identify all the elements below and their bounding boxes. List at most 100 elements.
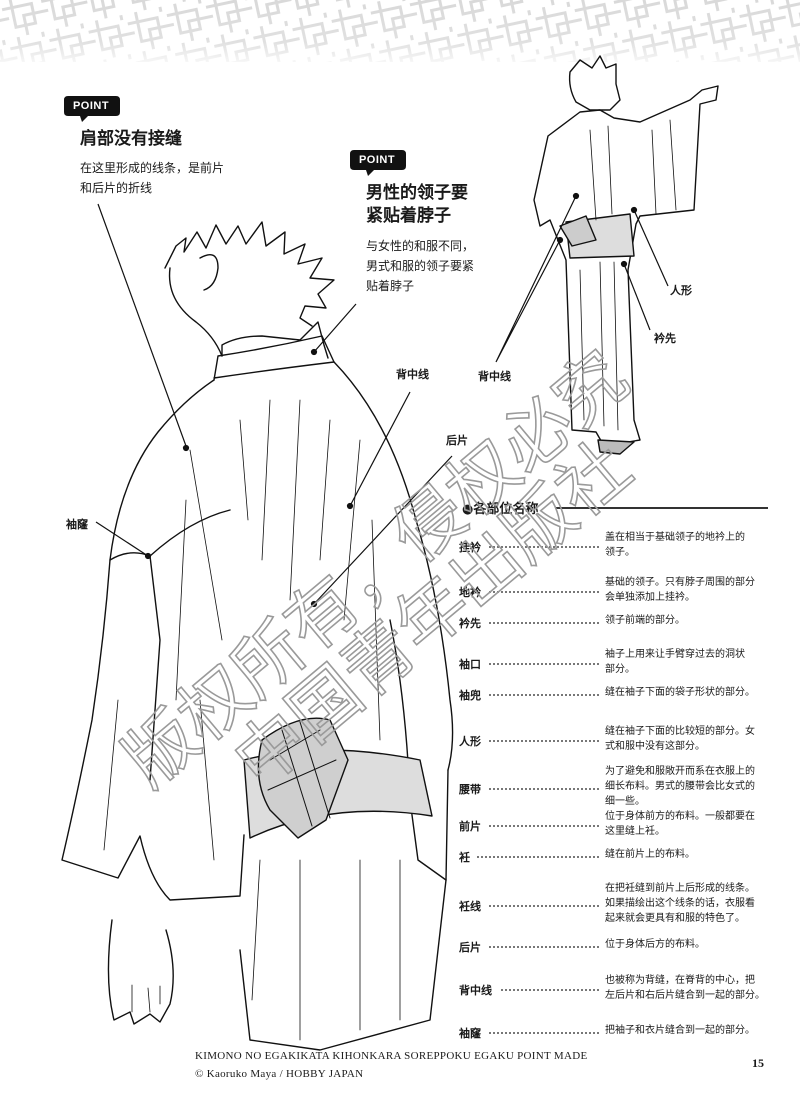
glossary-leader-dots [489, 740, 599, 742]
glossary-description-line: 缝在前片上的布料。 [605, 849, 695, 860]
glossary-description-line: 位于身体前方的布料。一般都要在 [605, 811, 755, 822]
glossary-description-line: 为了避免和服敞开而系在衣服上的 [605, 766, 755, 777]
pointer-small-back [495, 195, 577, 363]
pointer-eri-saki [623, 263, 651, 331]
hair [164, 221, 335, 327]
small-figure-body [533, 85, 719, 447]
glossary-term: 袖兜 [459, 689, 481, 702]
collar [213, 335, 335, 381]
glossary-leader-dots [477, 856, 599, 858]
glossary-description-line: 领子前端的部分。 [605, 615, 685, 626]
point-text-collar: 与女性的和服不同， 男式和服的领子要紧 贴着脖子 [366, 236, 474, 296]
glossary-description-line: 缝在袖子下面的比较短的部分。女 [605, 726, 755, 737]
head [168, 267, 223, 357]
label-back-panel-main: 后片 [446, 434, 468, 447]
glossary-description-line: 在把衽缝到前片上后形成的线条。 [605, 883, 755, 894]
small-figure-feet [597, 439, 635, 455]
glossary-description-line: 领子。 [605, 547, 635, 558]
glossary-description: 袖子上用来让手臂穿过去的洞状部分。 [605, 647, 773, 677]
glossary-description-line: 起来就会更具有和服的特色了。 [605, 913, 745, 924]
glossary-term: 衿先 [459, 617, 481, 630]
glossary-description: 把袖子和衣片缝合到一起的部分。 [605, 1023, 773, 1038]
glossary-description-line: 把袖子和衣片缝合到一起的部分。 [605, 1025, 755, 1036]
main-robe [61, 379, 245, 901]
glossary-term: 衽 [459, 851, 470, 864]
point-text-line: 贴着脖子 [366, 279, 415, 293]
glossary-term: 衽线 [459, 900, 481, 913]
glossary-description-line: 盖在相当于基础领子的地衿上的 [605, 532, 745, 543]
glossary-description: 盖在相当于基础领子的地衿上的领子。 [605, 530, 773, 560]
glossary-leader-dots [489, 694, 599, 696]
label-back-seam-small: 背中线 [478, 370, 511, 383]
glossary-heading: ●各部位名称 [462, 502, 539, 517]
glossary-leader-dots [501, 989, 599, 991]
pointer-shoulder-fold [97, 203, 187, 447]
glossary-leader-dots [489, 825, 599, 827]
glossary-description: 缝在前片上的布料。 [605, 847, 773, 862]
header-pattern-fade [0, 0, 800, 70]
point-badge-label: POINT [358, 154, 396, 166]
glossary-term: 后片 [459, 941, 481, 954]
footer-copyright: © Kaoruko Maya / HOBBY JAPAN [195, 1068, 364, 1080]
point-text-line: 和后片的折线 [80, 181, 153, 195]
sleeve-right [389, 619, 447, 881]
glossary-description-line: 会单独添加上挂衿。 [605, 592, 695, 603]
point-text-line: 与女性的和服不同， [366, 239, 475, 253]
point-text-shoulder: 在这里形成的线条，是前片 和后片的折线 [80, 158, 224, 198]
glossary-description: 在把衽缝到前片上后形成的线条。如果描绘出这个线条的话，衣服看起来就会更具有和服的… [605, 881, 773, 926]
glossary-leader-dots [489, 663, 599, 665]
glossary-description-line: 细一些。 [605, 796, 645, 807]
glossary-leader-dots [489, 905, 599, 907]
small-figure-knot [559, 215, 597, 247]
glossary-term: 袖窿 [459, 1027, 481, 1040]
ear [199, 254, 219, 291]
point-title-line: 男性的领子要 [366, 183, 468, 203]
label-back-seam-main: 背中线 [396, 368, 429, 381]
glossary-leader-dots [489, 622, 599, 624]
glossary-leader-dots [489, 546, 599, 548]
footer-title: KIMONO NO EGAKIKATA KIHONKARA SOREPPOKU … [195, 1050, 588, 1062]
glossary-description-line: 位于身体后方的布料。 [605, 939, 705, 950]
glossary-description-line: 基础的领子。只有脖子周围的部分 [605, 577, 755, 588]
point-text-line: 在这里形成的线条，是前片 [80, 161, 225, 175]
obi-knot [257, 717, 349, 839]
page-number: 15 [752, 1056, 764, 1070]
label-eri-saki: 衿先 [654, 332, 676, 345]
glossary-term: 人形 [459, 735, 481, 748]
pointer-back-panel [313, 455, 453, 605]
glossary-description-line: 袖子上用来让手臂穿过去的洞状 [605, 649, 745, 660]
glossary-description: 也被称为背缝，在脊背的中心，把左后片和右后片缝合到一起的部分。 [605, 973, 773, 1003]
glossary-description: 位于身体后方的布料。 [605, 937, 773, 952]
pointer-hitotsukuchi [633, 209, 669, 287]
glossary-term: 地衿 [459, 586, 481, 599]
glossary-description: 领子前端的部分。 [605, 613, 773, 628]
pointer-back-seam [349, 391, 411, 507]
label-hitotsukuchi: 人形 [670, 284, 692, 297]
glossary-description-line: 式和服中没有这部分。 [605, 741, 705, 752]
glossary-leader-dots [489, 946, 599, 948]
glossary-description-line: 左后片和右后片缝合到一起的部分。 [605, 990, 765, 1001]
neck [221, 321, 329, 359]
point-badge-2: POINT [350, 148, 408, 178]
glossary-heading-rule [555, 507, 768, 509]
sleeve-left [109, 509, 231, 781]
label-sode-tsuke: 袖窿 [66, 518, 88, 531]
glossary-term: 袖口 [459, 658, 481, 671]
glossary-term: 挂衿 [459, 541, 481, 554]
point-badge-label: POINT [72, 100, 110, 112]
glossary-description: 缝在袖子下面的袋子形状的部分。 [605, 685, 773, 700]
glossary-term: 背中线 [459, 984, 492, 997]
glossary-term: 腰带 [459, 783, 481, 796]
point-text-line: 男式和服的领子要紧 [366, 259, 475, 273]
glossary-description-line: 部分。 [605, 664, 635, 675]
glossary-description: 为了避免和服敞开而系在衣服上的细长布料。男式的腰带会比女式的细一些。 [605, 764, 773, 809]
small-figure-head [568, 55, 621, 111]
glossary-description-line: 也被称为背缝，在脊背的中心，把 [605, 975, 755, 986]
hand [107, 919, 174, 1025]
pointer-collar [313, 303, 357, 353]
point-title-line: 紧贴着脖子 [366, 206, 451, 226]
glossary-term: 前片 [459, 820, 481, 833]
glossary-description: 基础的领子。只有脖子周围的部分会单独添加上挂衿。 [605, 575, 773, 605]
point-title-collar: 男性的领子要 紧贴着脖子 [366, 182, 468, 228]
